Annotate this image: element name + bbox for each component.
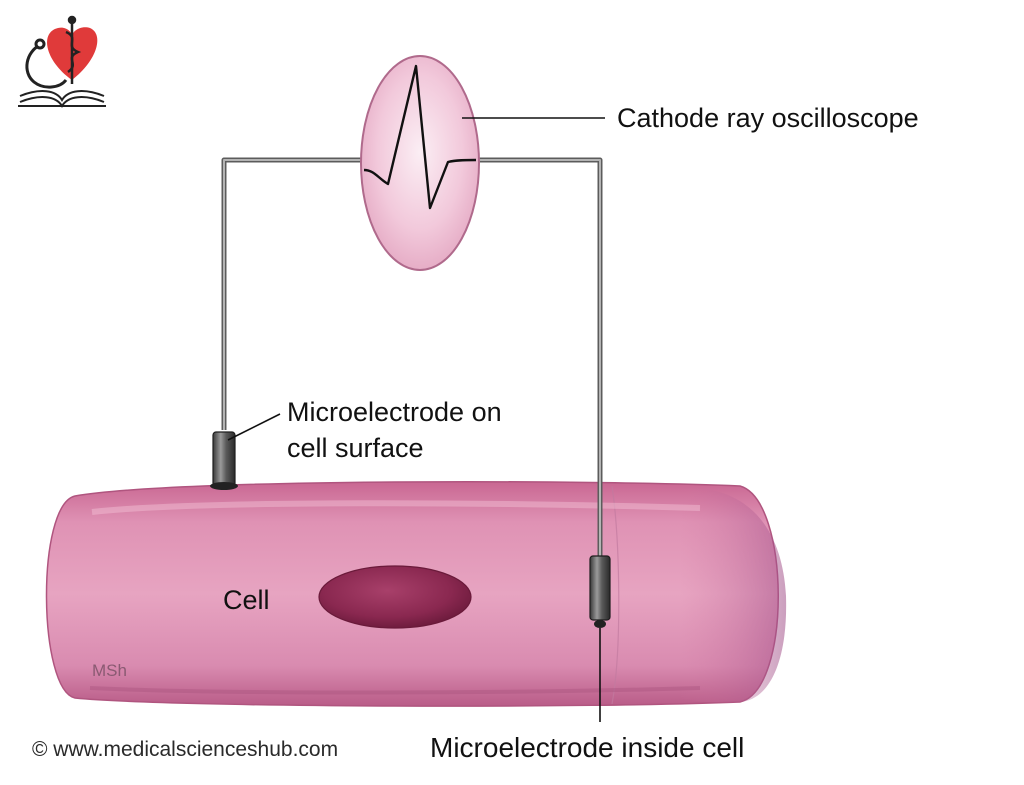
artist-signature: MSh (92, 661, 127, 680)
label-surface-electrode-line1: Microelectrode on (287, 397, 502, 427)
inside-microelectrode (589, 555, 611, 628)
stethoscope-icon (25, 38, 68, 89)
label-surface-electrode-line2: cell surface (287, 433, 424, 463)
open-book-icon (18, 90, 106, 108)
wire-left (221, 157, 362, 430)
oscilloscope-trace (363, 64, 477, 210)
surface-microelectrode (210, 431, 238, 490)
cell-nucleus (318, 565, 472, 629)
copyright-notice: © www.medicalscienceshub.com (32, 738, 338, 761)
leader-surface-electrode (227, 413, 281, 441)
caduceus-icon (65, 15, 82, 84)
site-logo (18, 15, 106, 108)
label-oscilloscope: Cathode ray oscilloscope (617, 103, 919, 133)
label-inside-electrode: Microelectrode inside cell (430, 732, 744, 763)
leader-lines (227, 117, 605, 722)
circuit-wires (221, 157, 603, 560)
label-cell: Cell (223, 585, 270, 615)
oscilloscope (360, 55, 480, 271)
